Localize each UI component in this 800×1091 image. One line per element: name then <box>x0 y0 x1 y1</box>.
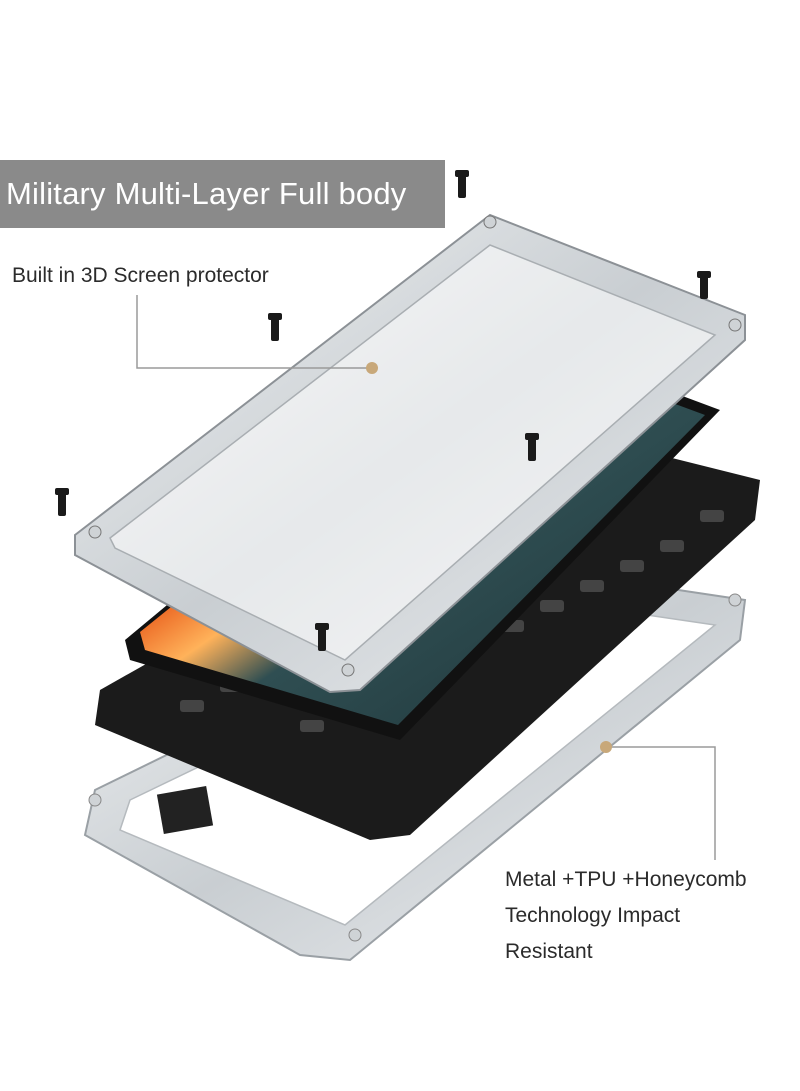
metal-front-frame <box>74 213 746 694</box>
callout-screen-protector: Built in 3D Screen protector <box>12 264 269 287</box>
callout-dot-top <box>366 362 378 374</box>
screws <box>55 170 711 651</box>
callout-materials: Metal +TPU +Honeycomb Technology Impact … <box>505 862 747 970</box>
callout-materials-line3: Resistant <box>505 940 593 963</box>
callout-materials-line2: Technology Impact <box>505 904 681 927</box>
callout-materials-line1: Metal +TPU +Honeycomb <box>505 868 747 891</box>
callout-dot-bottom <box>600 741 612 753</box>
banner-title: Military Multi-Layer Full body <box>0 160 445 228</box>
leader-lines <box>136 295 716 860</box>
